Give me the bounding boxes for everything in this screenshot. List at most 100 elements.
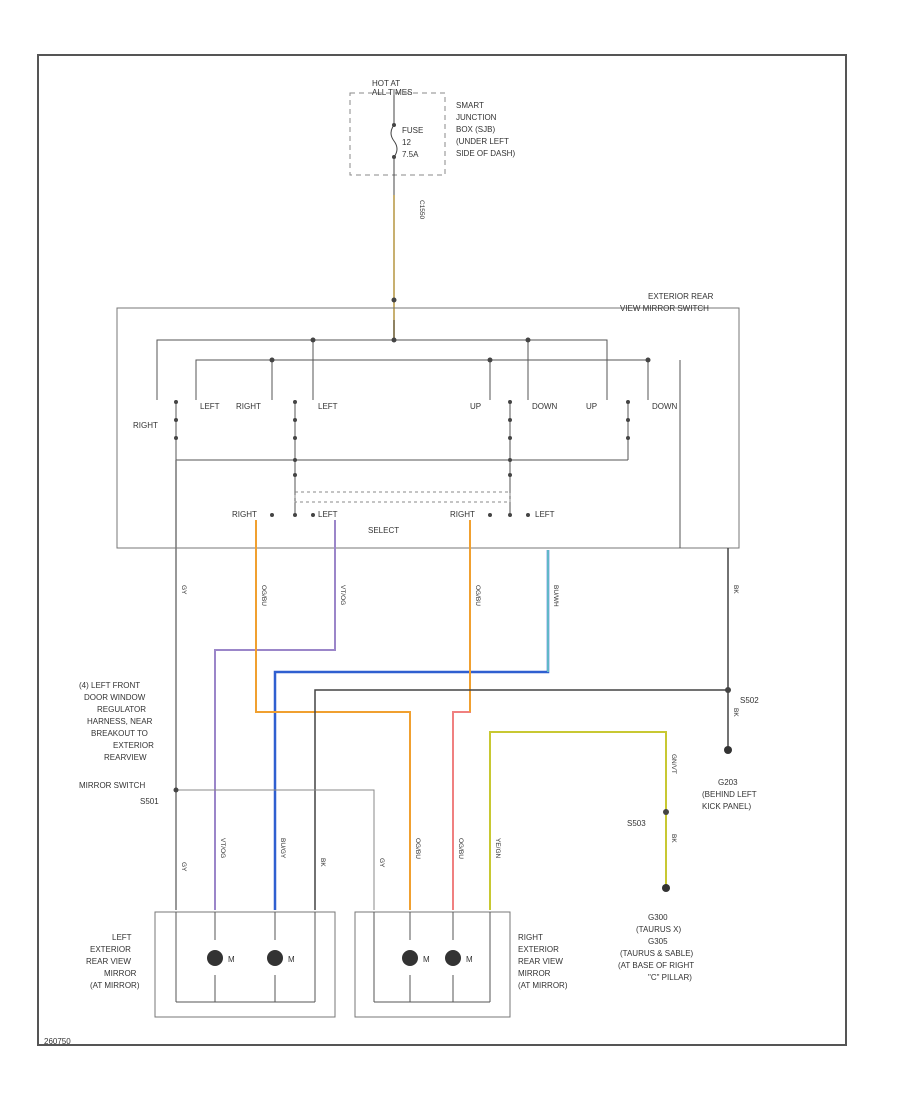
direction-contacts xyxy=(156,390,649,515)
splice-s503-dot xyxy=(663,809,669,815)
svg-text:RIGHT: RIGHT xyxy=(518,933,543,942)
svg-text:MIRROR: MIRROR xyxy=(518,969,551,978)
black-wire xyxy=(314,548,729,910)
contact-label-right-a: RIGHT xyxy=(133,421,158,430)
green-violet-wire-label: GN/VT xyxy=(670,754,677,774)
orange-wire-label-bottom: OG/BU xyxy=(414,838,421,859)
black-wire-label-bottom: BK xyxy=(319,858,326,867)
diagram-frame xyxy=(37,54,847,1046)
ground-g203-wire-label: BK xyxy=(732,708,739,717)
svg-text:M: M xyxy=(423,955,430,964)
svg-text:G203: G203 xyxy=(718,778,738,787)
switch-internal-bus xyxy=(156,320,681,548)
blue-wire xyxy=(273,550,550,910)
ground-g203-icon xyxy=(724,746,732,754)
select-pins xyxy=(270,513,530,517)
left-mirror-internals xyxy=(175,912,316,1003)
violet-wire xyxy=(214,520,336,910)
svg-text:EXTERIOR: EXTERIOR xyxy=(518,945,559,954)
svg-text:SIDE OF DASH): SIDE OF DASH) xyxy=(456,149,515,158)
svg-text:(4) LEFT FRONT: (4) LEFT FRONT xyxy=(79,681,140,690)
svg-text:(BEHIND LEFT: (BEHIND LEFT xyxy=(702,790,757,799)
contact-label-up-a: UP xyxy=(470,402,481,411)
svg-text:S501: S501 xyxy=(140,797,159,806)
right-mirror-internals xyxy=(373,912,491,1003)
power-source-label-1: HOT AT xyxy=(372,79,400,88)
svg-text:(AT MIRROR): (AT MIRROR) xyxy=(90,981,140,990)
svg-text:MIRROR: MIRROR xyxy=(104,969,137,978)
switch-title-2: VIEW MIRROR SWITCH xyxy=(620,304,709,313)
contact-label-left-a: LEFT xyxy=(200,402,220,411)
feed-connector-pin xyxy=(391,297,397,303)
splice-s501-dot xyxy=(173,787,179,793)
orange-wire-label-top: OG/BU xyxy=(260,585,267,606)
svg-text:(AT BASE OF RIGHT: (AT BASE OF RIGHT xyxy=(618,961,694,970)
switch-title-1: EXTERIOR REAR xyxy=(648,292,714,301)
harness-gray-wire-label: GY xyxy=(378,858,385,868)
red-wire-label-bottom: OG/BU xyxy=(457,838,464,859)
violet-wire-label-top: VT/OG xyxy=(339,585,346,605)
contact-label-down-a: DOWN xyxy=(532,402,558,411)
ground-g203-label: G203 (BEHIND LEFT KICK PANEL) xyxy=(702,778,757,811)
junction-box-outline xyxy=(349,92,446,176)
splice-s502-label: S502 xyxy=(740,696,759,705)
select-title: SELECT xyxy=(368,526,399,535)
svg-text:M: M xyxy=(466,955,473,964)
yellow-green-wire-label: YE/GN xyxy=(494,838,501,859)
right-mirror-motor-1: M xyxy=(402,950,430,966)
power-source-label-2: ALL TIMES xyxy=(372,88,412,97)
junction-box-label: SMART JUNCTION BOX (SJB) (UNDER LEFT SID… xyxy=(456,101,515,158)
svg-text:(TAURUS & SABLE): (TAURUS & SABLE) xyxy=(620,949,694,958)
svg-text:12: 12 xyxy=(402,138,411,147)
mirror-switch-outline xyxy=(116,307,740,549)
black-wire-label-top: BK xyxy=(732,585,739,594)
ground-g300-label: G300 (TAURUS X) G305 (TAURUS & SABLE) (A… xyxy=(618,913,694,982)
left-mirror-outline xyxy=(154,911,336,1018)
svg-text:FUSE: FUSE xyxy=(402,126,423,135)
svg-text:DOOR WINDOW: DOOR WINDOW xyxy=(84,693,146,702)
right-mirror-outline xyxy=(354,911,511,1018)
gray-wire-label-bottom: GY xyxy=(180,862,187,872)
svg-text:KICK PANEL): KICK PANEL) xyxy=(702,802,752,811)
fuse-icon xyxy=(390,124,398,158)
harness-gray-wire xyxy=(176,789,375,910)
ground-g300-wire-label: BK xyxy=(670,834,677,843)
svg-text:(UNDER LEFT: (UNDER LEFT xyxy=(456,137,509,146)
bus-junction-dots xyxy=(269,337,651,363)
svg-text:"C" PILLAR): "C" PILLAR) xyxy=(648,973,692,982)
svg-text:SMART: SMART xyxy=(456,101,484,110)
contact-label-down-b: DOWN xyxy=(652,402,678,411)
svg-text:HARNESS, NEAR: HARNESS, NEAR xyxy=(87,717,153,726)
violet-wire-label-bottom: VT/OG xyxy=(219,838,226,858)
fuse-label: FUSE 12 7.5A xyxy=(402,126,423,159)
svg-text:EXTERIOR: EXTERIOR xyxy=(90,945,131,954)
svg-text:G300: G300 xyxy=(648,913,668,922)
motor-icon xyxy=(402,950,418,966)
contact-label-right-b: RIGHT xyxy=(236,402,261,411)
svg-text:BOX (SJB): BOX (SJB) xyxy=(456,125,495,134)
ground-g300-icon xyxy=(662,884,670,892)
contact-pins xyxy=(174,400,630,477)
blue-wire-label-top: BU/WH xyxy=(552,585,559,607)
left-mirror-motor-1: M xyxy=(207,950,235,966)
svg-text:REGULATOR: REGULATOR xyxy=(97,705,146,714)
feed-circuit-label: C1550 xyxy=(418,200,425,220)
motor-icon xyxy=(207,950,223,966)
direction-contact-labels: RIGHT LEFT RIGHT LEFT UP DOWN UP DOWN xyxy=(133,402,678,430)
splice-s503-label: S503 xyxy=(627,819,646,828)
svg-text:EXTERIOR: EXTERIOR xyxy=(113,741,154,750)
contact-label-left-b: LEFT xyxy=(318,402,338,411)
svg-text:M: M xyxy=(288,955,295,964)
svg-text:M: M xyxy=(228,955,235,964)
select-label-right-2: RIGHT xyxy=(450,510,475,519)
svg-text:JUNCTION: JUNCTION xyxy=(456,113,497,122)
select-label-left-2: LEFT xyxy=(535,510,555,519)
svg-text:REAR VIEW: REAR VIEW xyxy=(86,957,131,966)
right-mirror-label: RIGHT EXTERIOR REAR VIEW MIRROR (AT MIRR… xyxy=(518,933,568,990)
blue-wire-label-bottom: BU/GY xyxy=(279,838,286,859)
select-label-right-1: RIGHT xyxy=(232,510,257,519)
figure-id: 260750 xyxy=(44,1037,71,1046)
svg-text:(TAURUS X): (TAURUS X) xyxy=(636,925,682,934)
left-mirror-label: LEFT EXTERIOR REAR VIEW MIRROR (AT MIRRO… xyxy=(86,933,140,990)
gray-wire-label-top: GY xyxy=(180,585,187,595)
